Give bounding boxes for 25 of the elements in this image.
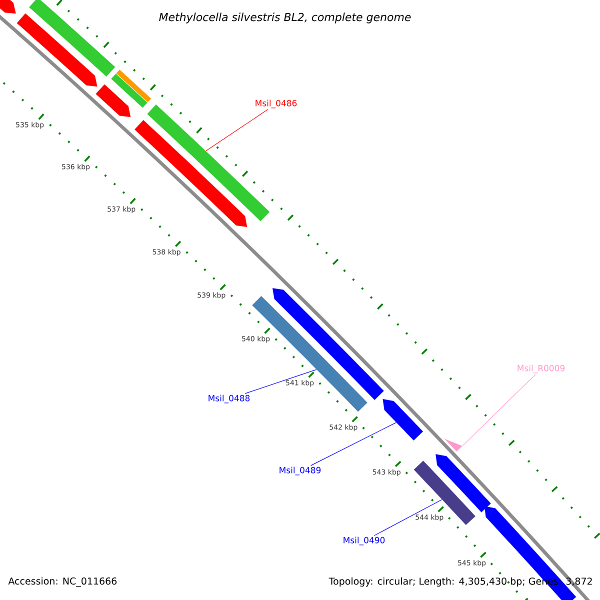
- footer-text: Topology: circular; Length: 4,305,430 bp; Genes: 3,872: [328, 577, 592, 587]
- title: Methylocella silvestris BL2, complete genome: [159, 12, 411, 24]
- gene-label: Msil_R0009: [518, 364, 565, 374]
- gene-bar: [29, 0, 116, 77]
- gene-bar: [436, 454, 491, 512]
- gene-bar: [16, 13, 98, 87]
- leader-line: [462, 374, 536, 446]
- footer-text: Accession: NC_011666: [8, 577, 117, 587]
- gene-bar: [96, 84, 131, 118]
- gene-bar: [134, 120, 248, 228]
- gene-label: Msil_0486: [256, 100, 297, 108]
- leader-line: [206, 109, 268, 152]
- leader-line: [310, 422, 396, 466]
- gene-bar: [111, 74, 148, 108]
- gene-label: Msil_0488: [208, 394, 250, 404]
- gene-bar: [414, 460, 476, 526]
- gene-bar: [382, 399, 424, 440]
- gene-label: Msil_0490: [344, 536, 385, 546]
- gene-bar: [0, 0, 16, 14]
- leader-line: [374, 499, 442, 536]
- feature-marker: [444, 438, 462, 452]
- gene-label: Msil_0489: [280, 466, 321, 476]
- gene-bar: [116, 70, 152, 102]
- leader-line: [244, 369, 317, 394]
- gene-bar: [272, 288, 384, 400]
